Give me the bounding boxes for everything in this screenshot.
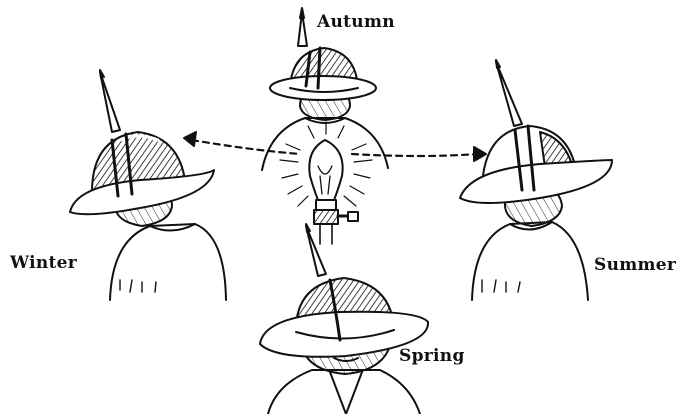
label-autumn: Autumn [317, 12, 395, 32]
lamp-sun [280, 122, 372, 244]
winter-figure [70, 70, 226, 300]
label-summer: Summer [594, 255, 676, 275]
label-spring: Spring [399, 346, 465, 366]
spring-figure [260, 224, 428, 414]
summer-figure [460, 60, 612, 300]
label-winter: Winter [10, 253, 77, 273]
